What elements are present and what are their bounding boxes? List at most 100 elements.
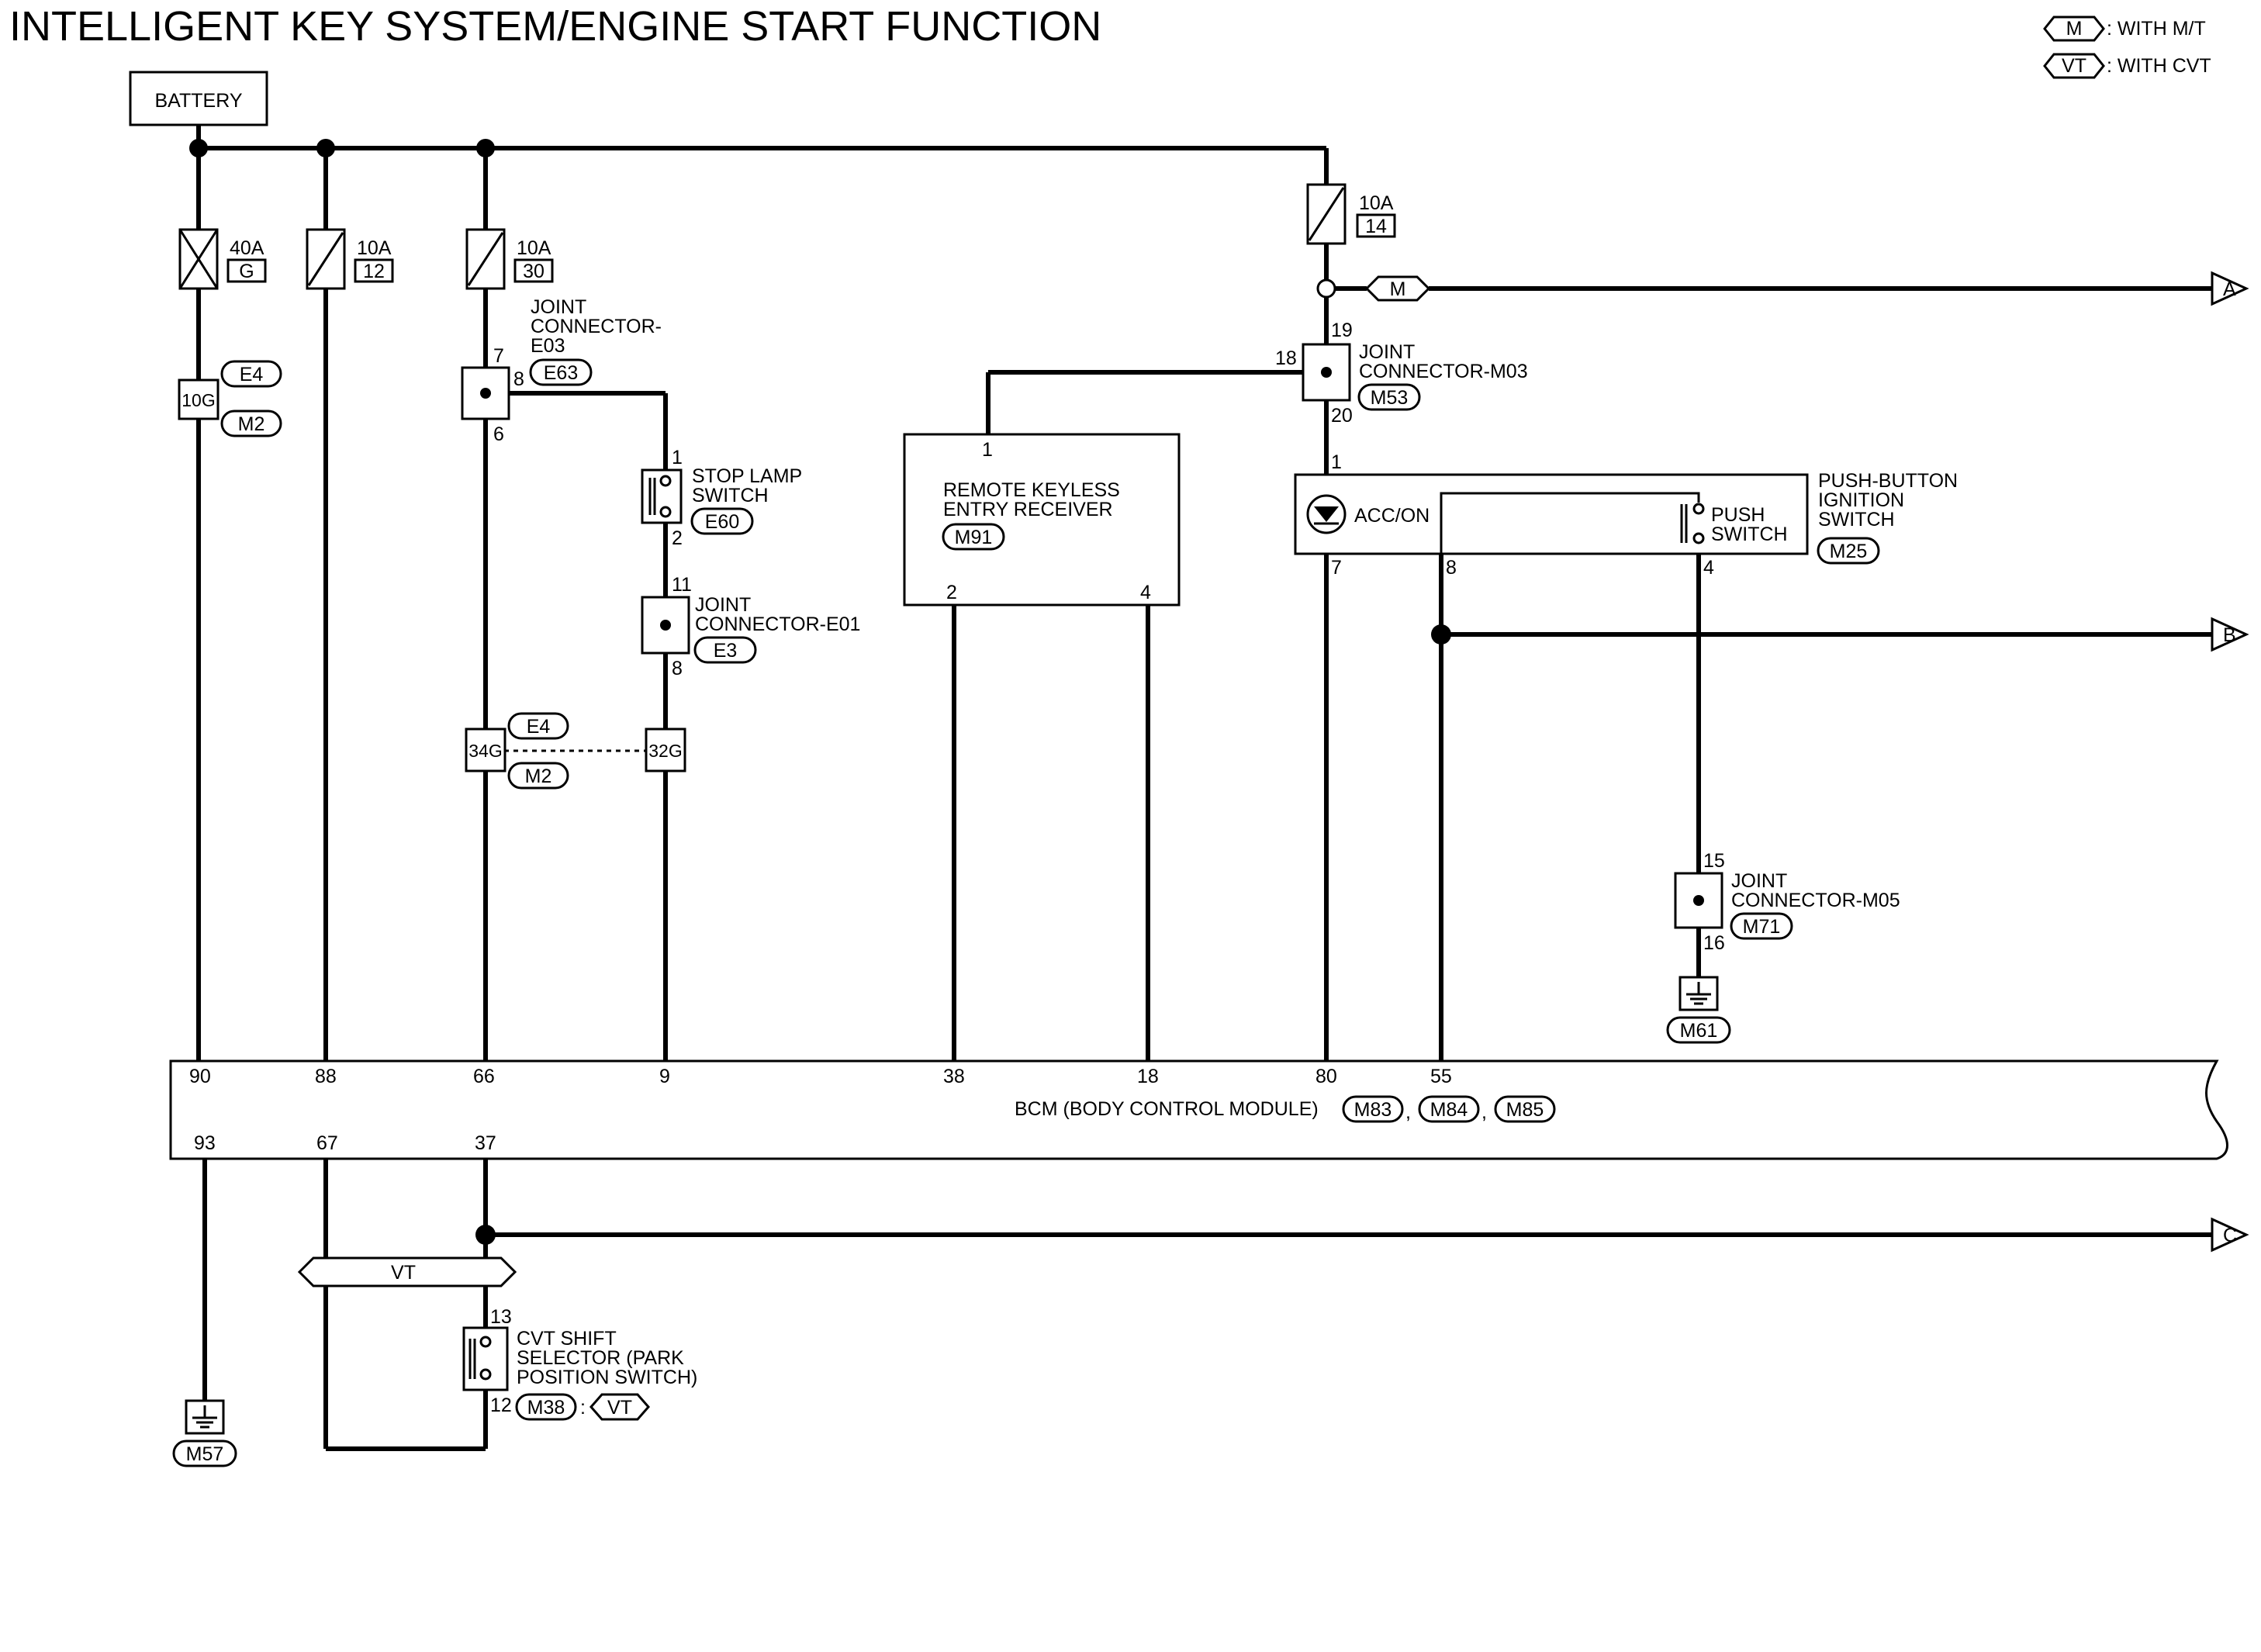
pin-label: 2 (672, 527, 683, 549)
separator: , (1405, 1101, 1411, 1123)
connector-id: M38 (527, 1397, 565, 1419)
pin-label: 32G (648, 741, 682, 761)
connector-id: M84 (1430, 1099, 1468, 1121)
stop-lamp-switch: 1 2 STOP LAMP SWITCH E60 (641, 447, 802, 549)
bcm-pin: 90 (189, 1066, 211, 1087)
branch-wires (196, 244, 2212, 1061)
fuse-id: 30 (523, 261, 545, 282)
push-label: SWITCH (1711, 524, 1788, 545)
arrow-label: A (2223, 278, 2236, 300)
component-label: JOINT (1359, 341, 1415, 363)
arrow-a: A (2211, 271, 2249, 306)
connector-id: M53 (1371, 387, 1409, 409)
component-label: JOINT (695, 594, 751, 616)
arrow-c: C (2211, 1217, 2249, 1253)
pin-label: 19 (1331, 320, 1353, 341)
pin-label: 16 (1703, 932, 1725, 954)
fuse-amp: 10A (517, 237, 551, 259)
bcm-module: 90 88 66 9 38 18 80 55 BCM (BODY CONTROL… (169, 1059, 2228, 1160)
component-label: CVT SHIFT (517, 1328, 617, 1350)
push-label: PUSH (1711, 504, 1765, 526)
legend-m-text: : WITH M/T (2107, 18, 2206, 40)
component-label: IGNITION (1818, 489, 1904, 511)
fuse-id: 12 (363, 261, 385, 282)
bcm-pin: 66 (473, 1066, 495, 1087)
pin-label: 8 (1446, 557, 1457, 579)
bcm-pin: 80 (1315, 1066, 1337, 1087)
bcm-pin: 93 (194, 1132, 216, 1154)
splice (1431, 624, 1451, 645)
pin-label: 4 (1140, 582, 1151, 603)
pin-label: 8 (672, 658, 683, 679)
bcm-pin: 67 (316, 1132, 338, 1154)
battery-label: BATTERY (155, 90, 243, 112)
pin-label: 2 (946, 582, 957, 603)
splice-open (1316, 278, 1336, 299)
joint-connector-e03: 7 8 6 JOINT CONNECTOR- E03 E63 (461, 296, 662, 445)
fuse-amp: 10A (1359, 192, 1394, 214)
component-label: STOP LAMP (692, 465, 802, 487)
bcm-label: BCM (BODY CONTROL MODULE) (1015, 1098, 1319, 1120)
connector-id: M85 (1506, 1099, 1544, 1121)
component-label: REMOTE KEYLESS (943, 479, 1120, 501)
pin-label: 12 (490, 1395, 512, 1416)
component-label: POSITION SWITCH) (517, 1367, 697, 1388)
component-label: SWITCH (692, 485, 769, 506)
component-label: E03 (531, 335, 565, 357)
push-button-ignition-switch: 1 ACC/ON PUSH SWITCH 7 8 4 PUSH-BUTTON I… (1294, 451, 1958, 579)
ground-m61: M61 (1666, 976, 1731, 1044)
cvt-shift-selector-switch: 13 12 CVT SHIFT SELECTOR (PARK POSITION … (462, 1306, 697, 1421)
harness-connector-34g-32g: 34G 32G E4 M2 (465, 712, 686, 790)
pin-label: 1 (1331, 451, 1342, 473)
separator: , (1481, 1101, 1487, 1123)
bcm-pin: 55 (1430, 1066, 1452, 1087)
component-label: SELECTOR (PARK (517, 1347, 684, 1369)
arrow-label: C (2223, 1225, 2237, 1246)
component-label: SWITCH (1818, 509, 1895, 531)
component-label: CONNECTOR-M03 (1359, 361, 1528, 382)
connector-id: M71 (1743, 916, 1781, 938)
battery-box (129, 71, 268, 126)
component-label: JOINT (531, 296, 586, 318)
legend-vt-tag (2043, 53, 2105, 79)
fuse-10a-30: 10A 30 (465, 228, 554, 290)
m-option-tag: M (1364, 275, 1431, 302)
connector-id: M83 (1354, 1099, 1392, 1121)
fuse-10a-14: 10A 14 (1306, 183, 1396, 245)
ground-id: M61 (1680, 1020, 1718, 1042)
legend-vt-code: VT (2062, 55, 2086, 77)
joint-connector-m05: 15 16 JOINT CONNECTOR-M05 M71 (1674, 850, 1900, 954)
pin-label: 15 (1703, 850, 1725, 872)
legend-m-tag (2043, 16, 2105, 42)
pin-label: 6 (493, 423, 504, 445)
pin-label: 7 (493, 345, 504, 367)
pin-label: 10G (182, 390, 215, 410)
fuse-amp: 10A (357, 237, 392, 259)
pin-label: 7 (1331, 557, 1342, 579)
joint-connector-e01: 11 8 JOINT CONNECTOR-E01 E3 (641, 574, 860, 679)
ground-id: M57 (186, 1443, 224, 1465)
component-label: PUSH-BUTTON (1818, 470, 1958, 492)
splice (316, 139, 335, 157)
pin-label: 20 (1331, 405, 1353, 427)
ground-m57: M57 (172, 1399, 237, 1467)
bcm-pin: 88 (315, 1066, 337, 1087)
legend: M : WITH M/T VT : WITH CVT (2043, 16, 2211, 79)
pin-label: 13 (490, 1306, 512, 1328)
pin-label: 1 (672, 447, 683, 468)
separator: : (580, 1397, 586, 1419)
pin-label: 18 (1275, 347, 1297, 369)
pin-label: 1 (982, 439, 993, 461)
pin-label: 34G (468, 741, 502, 761)
page-title: INTELLIGENT KEY SYSTEM/ENGINE START FUNC… (9, 3, 1101, 50)
pin-label: 11 (672, 574, 692, 596)
legend-vt-text: : WITH CVT (2107, 55, 2211, 77)
fuse-amp: 40A (230, 237, 264, 259)
splice (475, 1225, 496, 1245)
bcm-pin: 38 (943, 1066, 965, 1087)
vt-option-bar: VT (297, 1256, 517, 1287)
acc-on-label: ACC/ON (1354, 505, 1430, 527)
pin-label: 8 (513, 368, 524, 390)
connector-id: E60 (705, 511, 739, 533)
